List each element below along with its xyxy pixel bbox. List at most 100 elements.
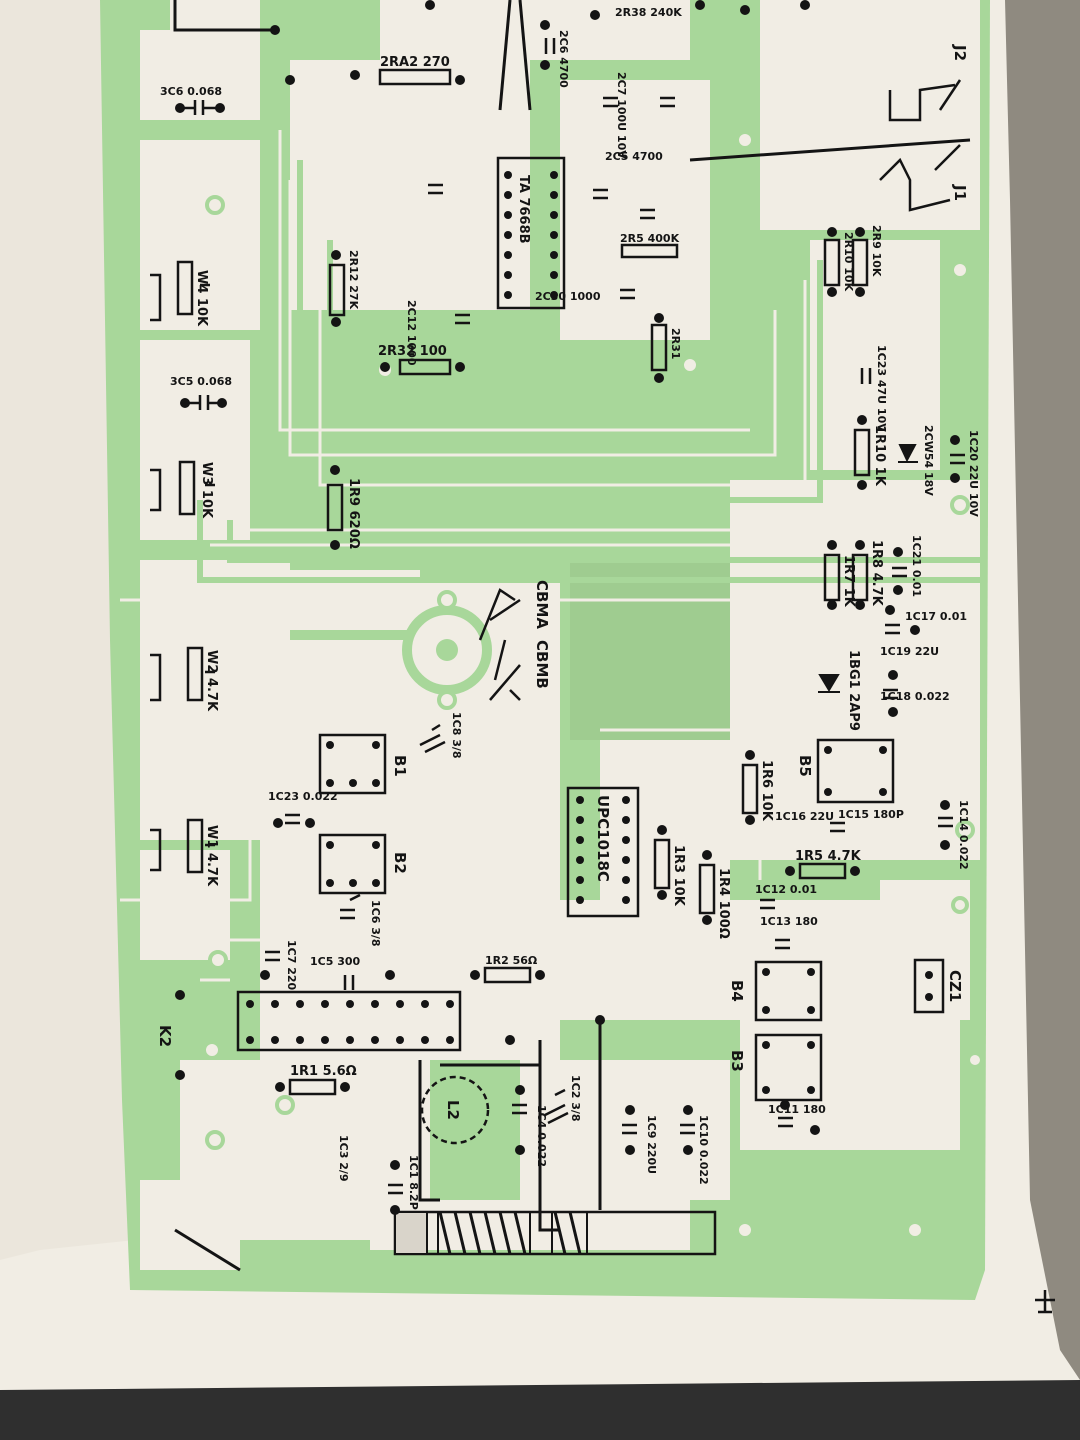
label-1c6: 1C6 3/8 (369, 900, 382, 947)
label-k2: K2 (156, 1025, 174, 1047)
label-1r4: 1R4 100Ω (716, 868, 731, 939)
label-b2: B2 (391, 852, 409, 874)
label-1c1: 1C1 8.2P (407, 1155, 420, 1210)
label-1r5: 1R5 4.7K (795, 849, 862, 864)
label-1r7: 1R7 1K (841, 555, 856, 608)
potentiometers (150, 260, 215, 874)
label-1r2: 1R2 56Ω (485, 954, 538, 967)
label-b4: B4 (728, 980, 746, 1002)
label-2c7: 2C7 100U 10V (615, 72, 628, 159)
resistor-1r1 (288, 1078, 337, 1096)
label-1c11: 1C11 180 (768, 1103, 826, 1116)
label-1c12: 1C12 0.01 (755, 883, 817, 896)
resistor-1r10 (853, 428, 871, 477)
resistor-1r9 (326, 483, 344, 532)
label-1c15: 1C15 180P (838, 808, 904, 821)
resistor-2r12 (328, 263, 346, 317)
label-cbmb: CBMB (533, 640, 551, 689)
label-1c21: 1C21 0.01 (910, 535, 923, 597)
margin-mark (1035, 1290, 1055, 1314)
label-cz1: CZ1 (946, 970, 964, 1002)
resistor-1r3 (653, 838, 671, 890)
transformer-b4 (754, 960, 823, 1022)
switch-contacts (879, 79, 962, 212)
label-2r31: 2R31 (669, 328, 682, 359)
transformers (318, 733, 895, 1102)
label-2r32: 2R32 100 (378, 344, 447, 359)
label-1c23b: 1C23 0.022 (268, 790, 338, 803)
transformer-b3 (754, 1033, 823, 1102)
ic-ta7668b (496, 156, 566, 310)
label-2r12: 2R12 27K (347, 250, 360, 310)
label-l2: L2 (444, 1100, 462, 1120)
mounting-holes (202, 130, 984, 1240)
label-2cw54: 2CW54 18V (922, 425, 935, 496)
label-1c4: 1C4 0.022 (535, 1105, 548, 1167)
label-1c18: 1C18 0.022 (880, 690, 950, 703)
label-1r3: 1R3 10K (671, 845, 686, 907)
label-b3: B3 (728, 1050, 746, 1072)
ic-18pin (236, 990, 462, 1052)
transformer-b1 (318, 733, 387, 795)
label-upc1018c: UPC1018C (594, 795, 612, 882)
label-w2: W2 4.7K (204, 650, 219, 712)
label-2c6: 2C6 4700 (557, 30, 570, 88)
label-w1: W1 4.7K (204, 825, 219, 887)
resistor-2r9 (851, 238, 869, 287)
label-1r10: 1R10 1K (872, 425, 887, 487)
jump-wires (173, 0, 971, 1272)
transformer-b5 (816, 738, 895, 804)
label-2c5: 2C5 4700 (605, 150, 663, 163)
label-1r6: 1R6 10K (759, 760, 774, 822)
label-1c7: 1C7 220 (285, 940, 298, 991)
label-j2: J2 (951, 44, 969, 61)
label-3c5: 3C5 0.068 (170, 375, 232, 388)
label-1c19: 1C19 22U (880, 645, 939, 658)
floor-shadow (0, 1380, 1080, 1440)
label-1r9: 1R9 620Ω (346, 478, 361, 549)
ic-upc1018c (566, 786, 640, 918)
label-w3: W3 10K (199, 462, 214, 519)
resistor-1r4 (698, 863, 716, 915)
resistor-2r31 (650, 323, 668, 372)
transformer-pins (326, 741, 887, 1094)
label-2r9: 2R9 10K (870, 225, 883, 277)
resistor-2r42 (378, 68, 452, 86)
label-cbma: CBMA (533, 580, 551, 629)
resistor-2r5 (620, 243, 679, 259)
label-1r8: 1R8 4.7K (869, 540, 884, 607)
printed-area (570, 560, 730, 740)
label-1c16: 1C16 22U (775, 810, 834, 823)
coil-l2 (420, 1075, 490, 1145)
label-1c8: 1C8 3/8 (450, 712, 463, 759)
component-labels: 2RA2 270 2R38 240K 2C6 4700 3C6 0.068 3C… (156, 6, 980, 1210)
label-b1: B1 (391, 755, 409, 777)
connector-cz1 (913, 958, 945, 1014)
paper-left-curl (0, 0, 135, 1260)
label-1c17: 1C17 0.01 (905, 610, 967, 623)
label-w4: W4 10K (194, 270, 209, 327)
label-1c5: 1C5 300 (310, 955, 361, 968)
resistor-1r6 (741, 763, 759, 815)
resistor-2r10 (823, 238, 841, 287)
label-1c13: 1C13 180 (760, 915, 818, 928)
transformer-b2 (318, 833, 387, 895)
label-1c3: 1C3 2/9 (337, 1135, 350, 1182)
label-1c20: 1C20 22U 10V (967, 430, 980, 517)
label-1c23: 1C23 47U 10V (875, 345, 888, 432)
label-b5: B5 (796, 755, 814, 777)
resistors (288, 68, 871, 1096)
capacitors (180, 38, 965, 1195)
label-2r5: 2R5 400K (620, 232, 680, 245)
trimmer-caps (340, 723, 569, 1125)
label-1c9: 1C9 220U (645, 1115, 658, 1174)
label-ta7668b: TA 7668B (516, 175, 531, 244)
trace-bundle (197, 140, 980, 583)
label-j1: J1 (951, 184, 969, 201)
label-1c2: 1C2 3/8 (569, 1075, 582, 1122)
tuning-capacitor (402, 588, 521, 710)
label-1c10: 1C10 0.022 (697, 1115, 710, 1185)
label-2c12: 2C12 1000 (405, 300, 418, 366)
resistor-1r2 (483, 966, 532, 984)
